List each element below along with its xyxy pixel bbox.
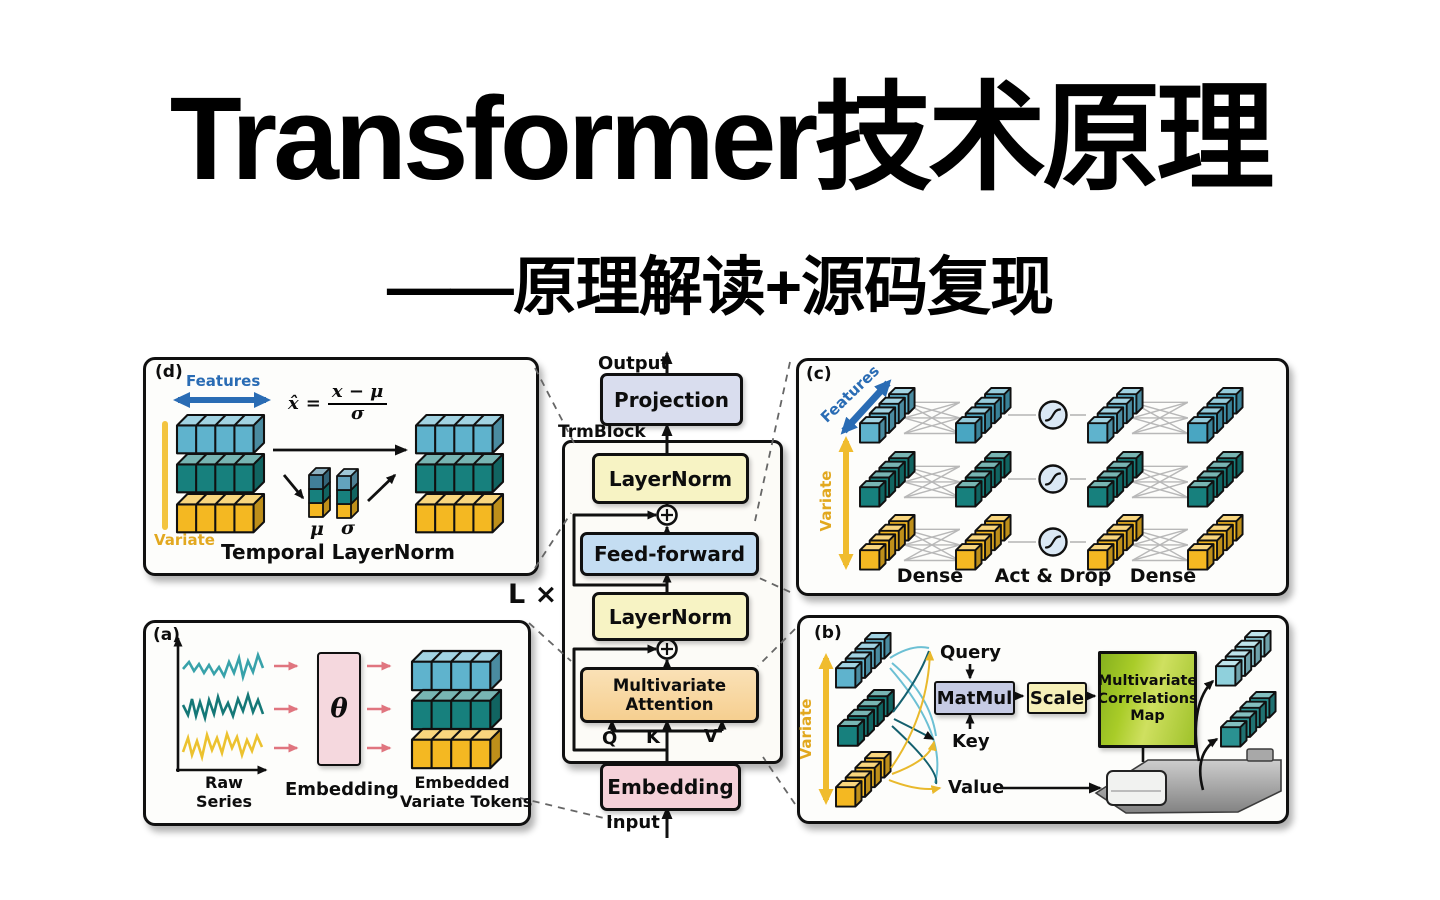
embedded-variate-tokens-label: Embedded Variate Tokens xyxy=(400,773,533,811)
k-label: K xyxy=(646,727,660,748)
projection-box: Projection xyxy=(600,373,743,426)
v-label: V xyxy=(704,726,718,747)
output-label: Output xyxy=(598,353,670,374)
theta-box: θ xyxy=(317,652,361,766)
map-line2: Correlations xyxy=(1097,690,1198,707)
page-title: Transformer技术原理 xyxy=(169,73,1275,205)
variate-label-c: Variate xyxy=(817,470,835,532)
formula-eq: = xyxy=(305,392,321,414)
dense2-label: Dense xyxy=(1129,565,1197,587)
panel-c xyxy=(796,358,1289,596)
raw-series-label: Raw Series xyxy=(195,773,253,811)
formula-xhat: x̂ xyxy=(288,392,299,414)
panel-d-tag: (d) xyxy=(155,362,183,382)
panel-a-tag: (a) xyxy=(153,625,181,645)
input-label: Input xyxy=(606,812,660,833)
normalization-formula: x̂ = x − μ σ xyxy=(288,382,388,424)
panel-b-tag: (b) xyxy=(814,623,842,643)
panel-b xyxy=(797,615,1289,824)
matmul-box: MatMul xyxy=(934,681,1015,715)
correlation-map: Multivariate Correlations Map xyxy=(1097,651,1198,748)
dense1-label: Dense xyxy=(896,565,964,587)
scale-box: Scale xyxy=(1027,682,1087,714)
actdrop-label: Act & Drop xyxy=(994,565,1112,587)
map-line3: Map xyxy=(1130,708,1165,725)
formula-numerator: x − μ xyxy=(327,382,388,405)
trmblock-label: TrmBlock xyxy=(558,422,646,442)
formula-denominator: σ xyxy=(350,402,365,424)
features-label-d: Features xyxy=(186,372,261,390)
layernorm2-box: LayerNorm xyxy=(592,592,749,641)
page-subtitle: ——原理解读+源码复现 xyxy=(386,251,1054,323)
value-label: Value xyxy=(948,777,1005,798)
variate-label-b: Variate xyxy=(797,698,815,760)
key-label: Key xyxy=(952,731,990,752)
loop-count-label: L × xyxy=(508,579,558,610)
feedforward-box: Feed-forward xyxy=(580,532,759,576)
variate-label-d: Variate xyxy=(154,531,215,549)
embedding-label-a: Embedding xyxy=(285,779,399,800)
query-label: Query xyxy=(940,642,1001,663)
panel-c-tag: (c) xyxy=(806,364,832,384)
map-line1: Multivariate xyxy=(1097,673,1198,690)
mu-label: μ xyxy=(310,518,324,540)
attention-box: Multivariate Attention xyxy=(580,667,759,723)
embedding-box: Embedding xyxy=(600,763,741,811)
caption-temporal-layernorm: Temporal LayerNorm xyxy=(221,540,455,564)
layernorm1-box: LayerNorm xyxy=(592,453,749,504)
q-label: Q xyxy=(602,728,618,749)
sigma-label: σ xyxy=(341,517,356,539)
attention-line1: Multivariate xyxy=(612,675,727,695)
attention-line2: Attention xyxy=(625,695,714,714)
